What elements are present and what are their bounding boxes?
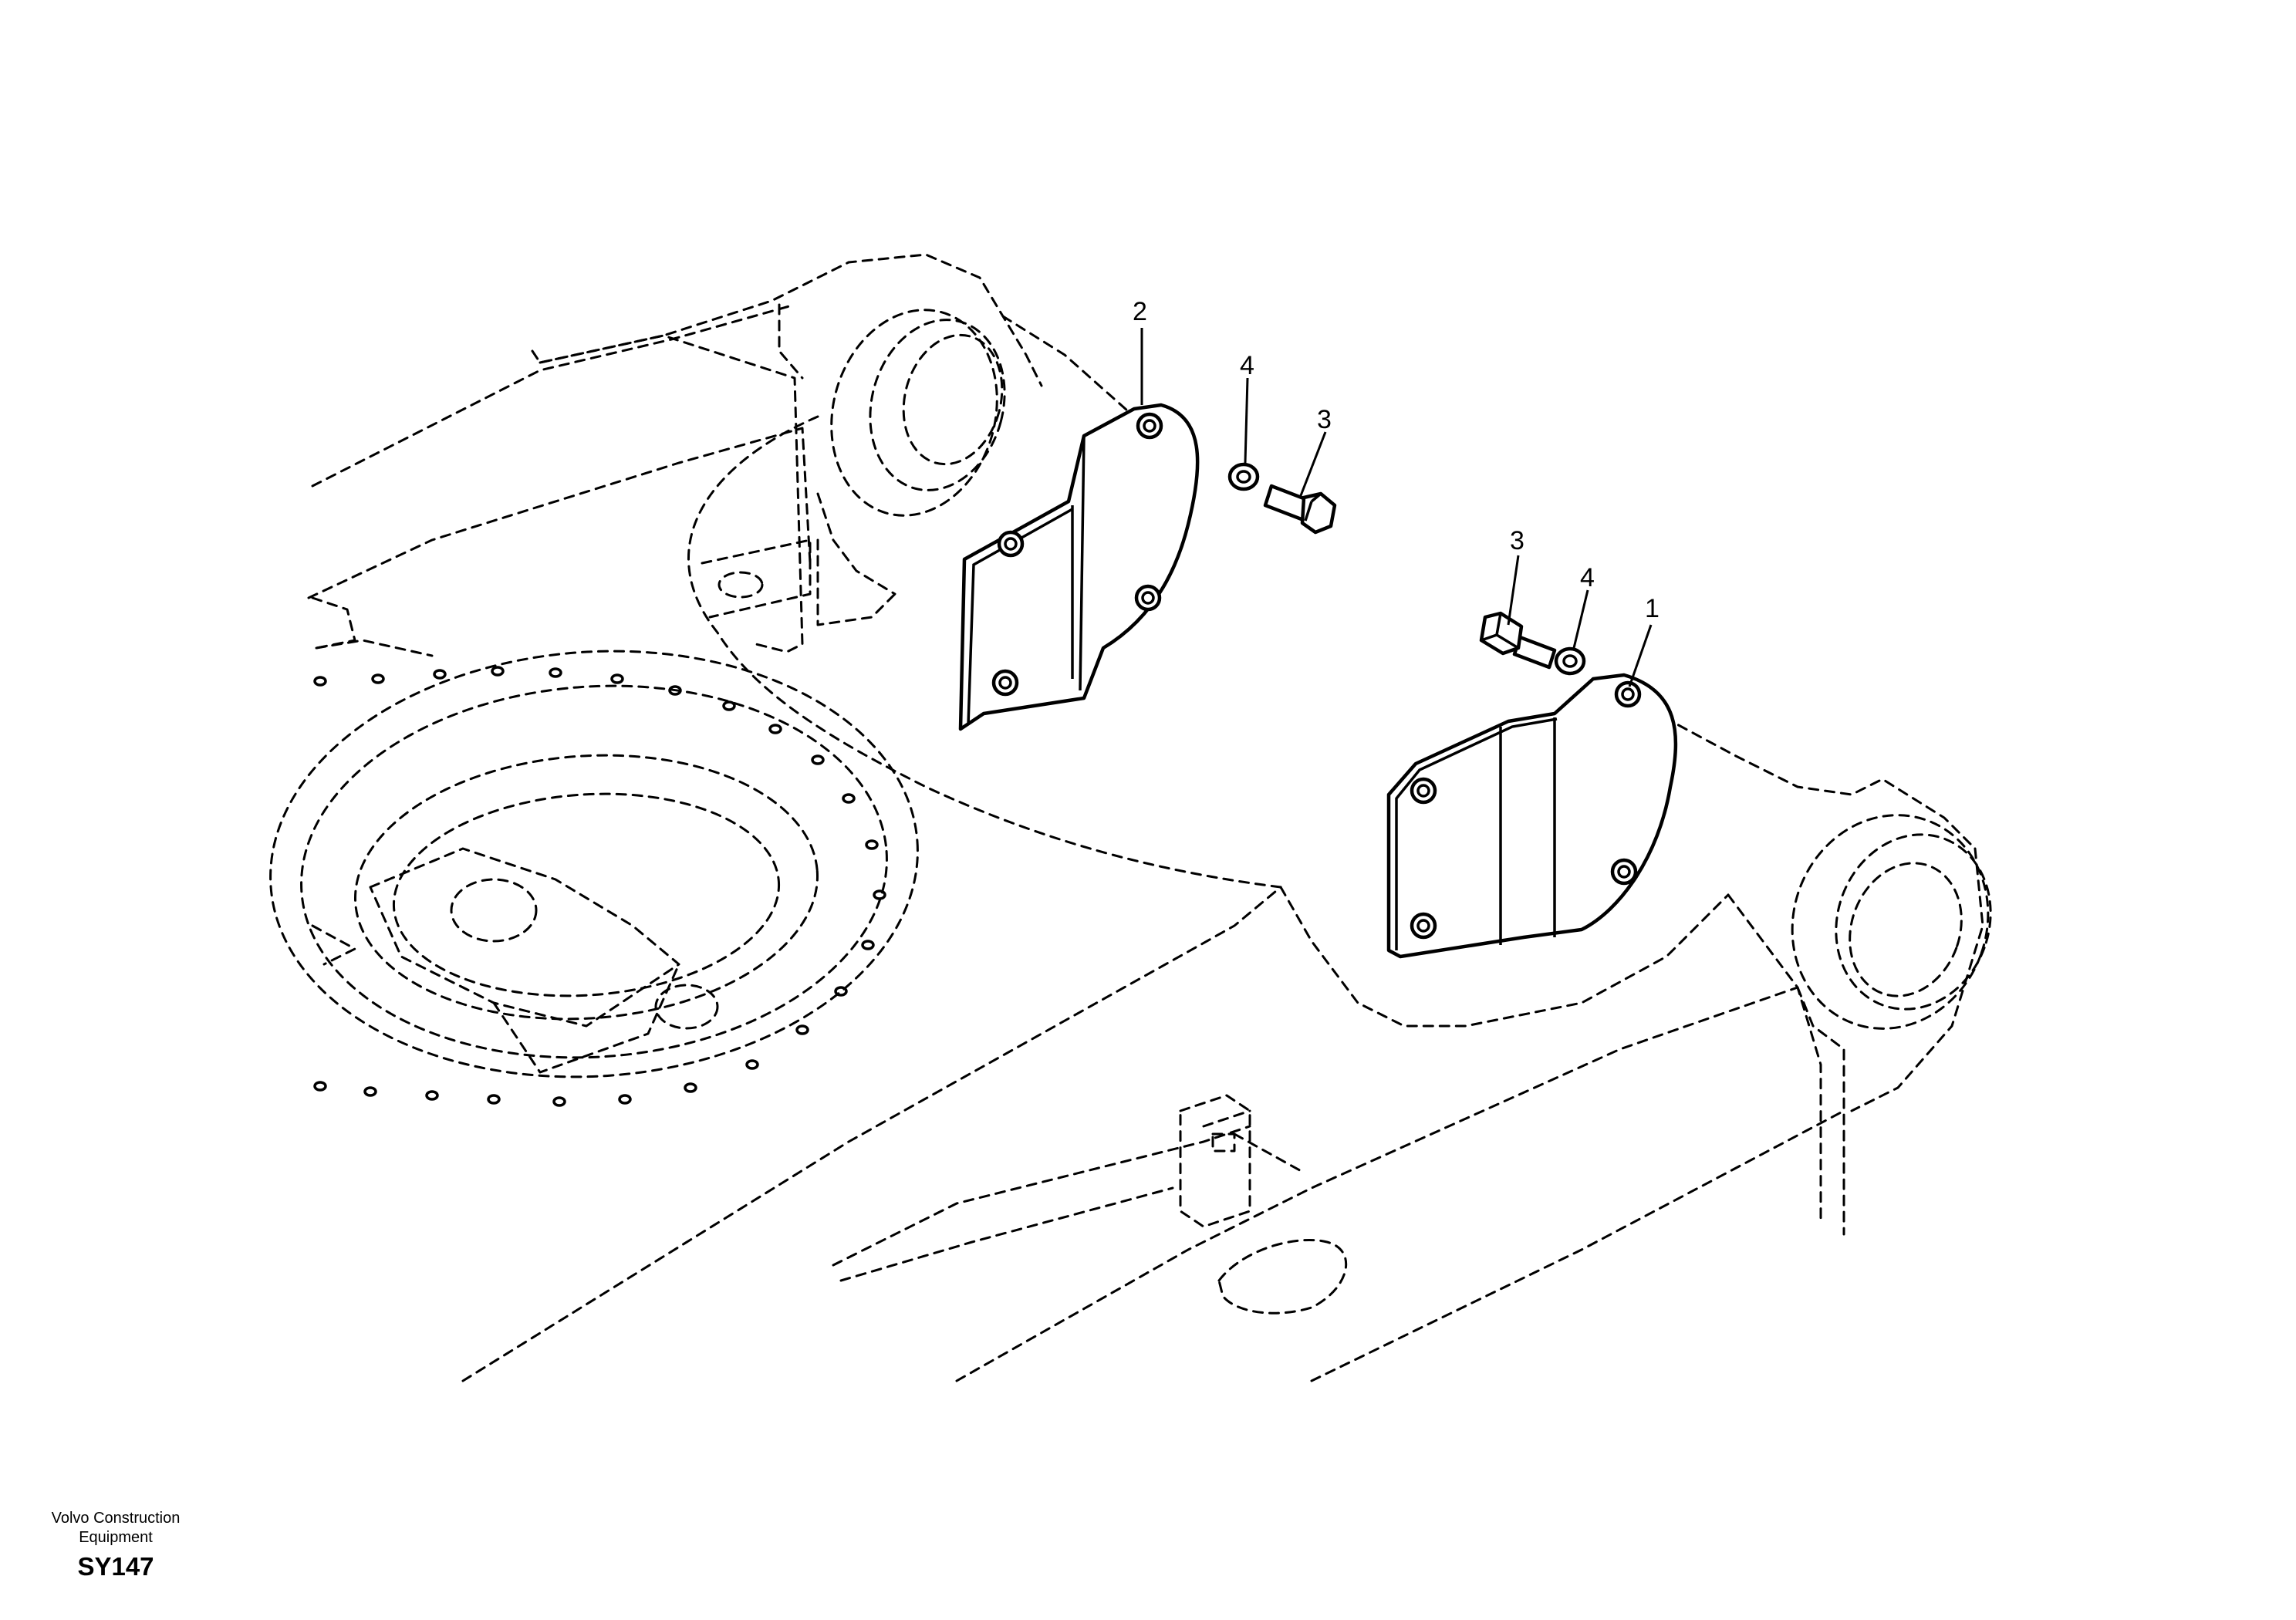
callout-4-washer-left: 4 [1240, 351, 1254, 380]
leader-lines [1140, 328, 1653, 687]
brand-line-1: Volvo Construction [51, 1510, 181, 1527]
callout-3-bolt-left: 3 [1317, 405, 1332, 434]
ring-bolt-holes [313, 666, 886, 1107]
callout-1-plate: 1 [1645, 594, 1660, 623]
washer-right [1554, 646, 1586, 676]
brand-line-2: Equipment [79, 1529, 153, 1546]
callout-2-plate: 2 [1133, 297, 1147, 326]
diagram-code: SY147 [77, 1552, 154, 1581]
brand-label: Volvo Construction Equipment [15, 1509, 216, 1547]
cover-plate-right [1386, 673, 1678, 959]
callout-3-bolt-right: 3 [1510, 526, 1524, 555]
washer-left [1227, 462, 1260, 491]
bolt-left [1263, 484, 1337, 535]
bolt-right [1479, 611, 1557, 670]
cover-plate-left [958, 403, 1200, 731]
callout-4-washer-right: 4 [1580, 563, 1595, 592]
